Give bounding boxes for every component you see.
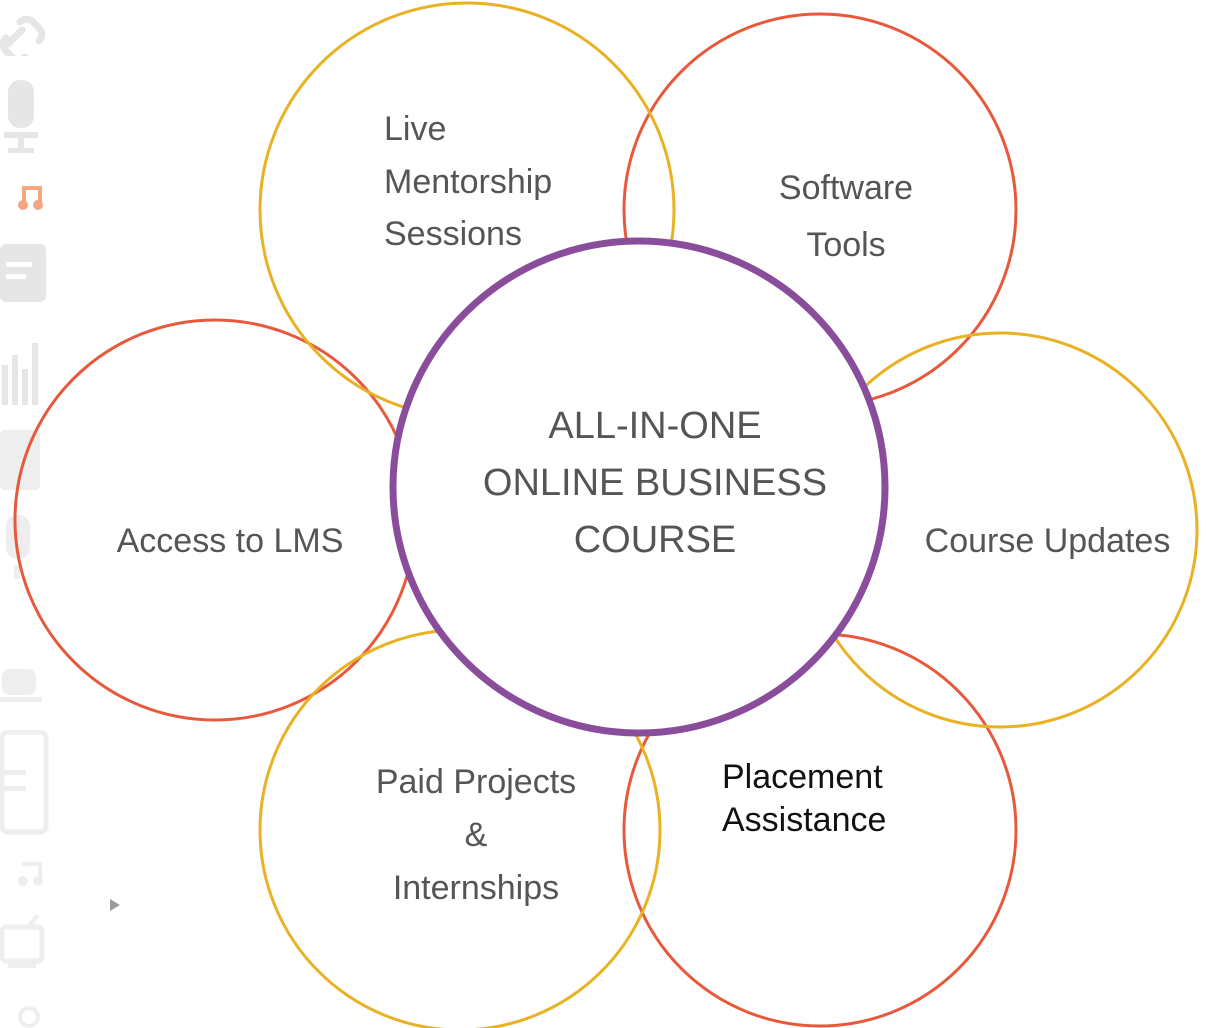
coffee-cup-icon (0, 669, 42, 702)
document-icon (0, 244, 46, 302)
center-title: ALL-IN-ONE ONLINE BUSINESS COURSE (482, 405, 828, 561)
music-note-icon (18, 862, 43, 886)
petal-label-projects: Paid Projects & Internships (375, 763, 577, 908)
petal-label-placement: Placement Assistance (722, 758, 887, 839)
link-icon (0, 15, 46, 56)
side-icon-rail (0, 0, 60, 1028)
center-ring (389, 237, 889, 737)
tv-icon (0, 915, 45, 968)
petal-label-updates: Course Updates (924, 522, 1171, 560)
music-note-icon (18, 186, 43, 210)
microphone-icon (4, 80, 38, 153)
tablet-icon (0, 730, 49, 835)
microphone-icon (6, 515, 30, 579)
petal-label-live: Live Mentorship Sessions (384, 110, 553, 254)
petal-label-lms: Access to LMS (116, 522, 344, 560)
petal-label-software: Software Tools (778, 169, 914, 265)
bar-chart-icon (2, 343, 38, 405)
settings-icon (18, 1006, 40, 1028)
play-arrow-icon[interactable] (110, 899, 120, 911)
